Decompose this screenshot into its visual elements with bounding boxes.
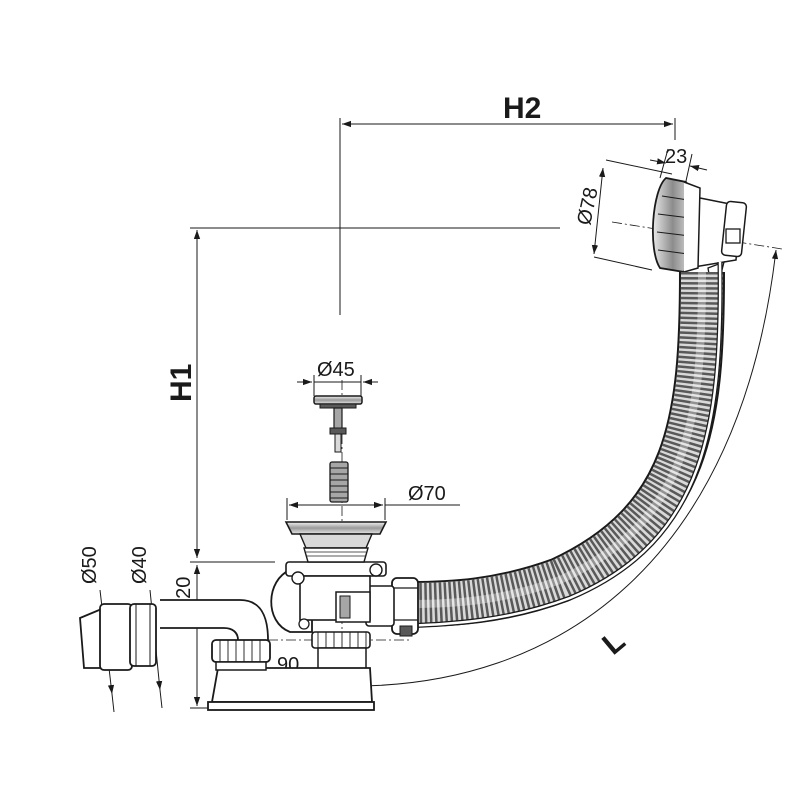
dimension-d70: Ø70 [286, 483, 460, 520]
corrugated-hose [403, 261, 725, 629]
d40-label: Ø40 [129, 546, 151, 584]
dimension-h2: H2 [339, 92, 676, 315]
w23-label: 23 [665, 146, 687, 168]
dimension-h1: H1 [165, 227, 560, 558]
d70-label: Ø70 [408, 483, 446, 505]
base-plate [207, 667, 375, 711]
h1-label: H1 [165, 364, 198, 402]
d45-label: Ø45 [317, 359, 355, 381]
overflow-head [652, 177, 748, 281]
popup-plug [313, 395, 363, 503]
l-label: L [596, 624, 631, 661]
outlet-pipe [79, 599, 271, 671]
h2-label: H2 [503, 92, 541, 125]
hose-connector [365, 577, 419, 637]
d50-label: Ø50 [79, 546, 101, 584]
dimension-d50-d40: Ø50 Ø40 [79, 546, 163, 713]
dimension-d45: Ø45 [297, 359, 378, 396]
d78-label: Ø78 [573, 185, 602, 227]
siphon-body [270, 561, 387, 671]
drain-flange [284, 521, 388, 563]
